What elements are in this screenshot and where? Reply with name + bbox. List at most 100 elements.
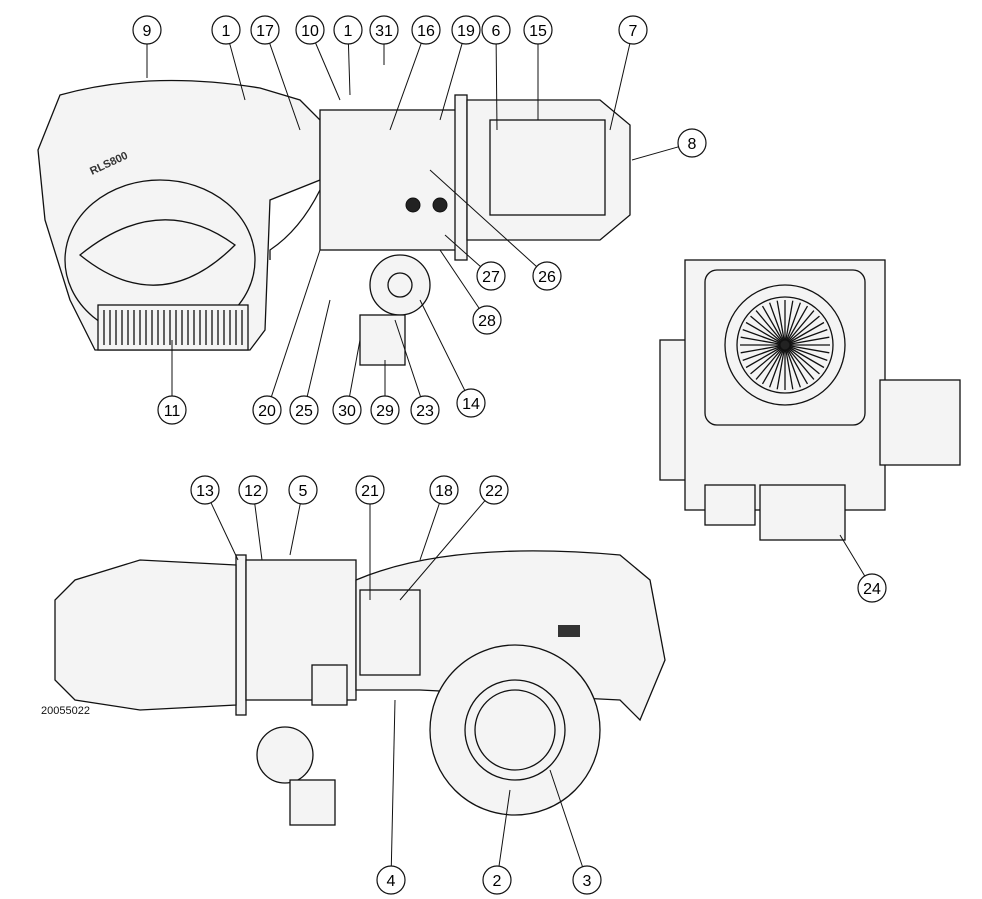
front-view-burner <box>659 259 961 541</box>
callout-8: 8 <box>631 128 707 161</box>
callout-number: 2 <box>493 873 502 890</box>
callout-15: 15 <box>523 15 553 120</box>
callout-circle <box>288 475 318 505</box>
callout-10: 10 <box>295 15 341 101</box>
leader-line <box>390 699 396 867</box>
callout-number: 8 <box>688 136 697 153</box>
top-view-burner: RLS800 <box>37 79 631 366</box>
leader-line <box>419 503 440 561</box>
leader-line <box>315 42 341 101</box>
callout-number: 29 <box>376 403 394 420</box>
callout-number: 1 <box>222 23 231 40</box>
callout-circle <box>472 305 502 335</box>
callout-number: 10 <box>301 23 319 40</box>
callout-circle <box>369 15 399 45</box>
callout-7: 7 <box>609 15 648 131</box>
callout-29: 29 <box>370 360 400 425</box>
callout-number: 21 <box>361 483 379 500</box>
callout-number: 20 <box>258 403 276 420</box>
callout-circle <box>429 475 459 505</box>
callout-number: 30 <box>338 403 356 420</box>
leader-line <box>269 43 301 131</box>
callout-circle <box>410 395 440 425</box>
callout-circle <box>572 865 602 895</box>
callout-number: 24 <box>863 581 881 598</box>
callout-number: 18 <box>435 483 453 500</box>
callout-circle <box>476 261 506 291</box>
callout-number: 12 <box>244 483 262 500</box>
callout-25: 25 <box>289 299 331 425</box>
callout-number: 23 <box>416 403 434 420</box>
callout-2: 2 <box>482 789 512 895</box>
callout-number: 4 <box>387 873 396 890</box>
callout-13: 13 <box>190 475 239 561</box>
callout-18: 18 <box>419 475 459 561</box>
callout-28: 28 <box>439 249 502 335</box>
callout-number: 25 <box>295 403 313 420</box>
callout-20: 20 <box>252 249 321 425</box>
callout-30: 30 <box>332 339 362 425</box>
leader-line <box>270 249 321 397</box>
callout-number: 1 <box>344 23 353 40</box>
callout-circle <box>157 395 187 425</box>
leader-line <box>210 502 239 561</box>
leader-line <box>399 500 486 601</box>
callout-number: 3 <box>583 873 592 890</box>
callout-circle <box>479 475 509 505</box>
callout-16: 16 <box>389 15 441 131</box>
leader-line <box>609 43 631 131</box>
callout-circle <box>376 865 406 895</box>
callout-22: 22 <box>399 475 509 601</box>
callout-circle <box>132 15 162 45</box>
leader-line <box>349 339 361 397</box>
callout-5: 5 <box>288 475 318 556</box>
callout-9: 9 <box>132 15 162 78</box>
callout-number: 17 <box>256 23 274 40</box>
callout-number: 28 <box>478 313 496 330</box>
callout-circle <box>481 15 511 45</box>
callout-circle <box>250 15 280 45</box>
callout-1: 1 <box>211 15 246 101</box>
leader-line <box>444 234 481 268</box>
callout-circle <box>355 475 385 505</box>
callout-circle <box>532 261 562 291</box>
callout-circle <box>370 395 400 425</box>
leader-line <box>229 43 246 101</box>
leader-line <box>347 43 351 96</box>
callout-number: 13 <box>196 483 214 500</box>
callout-number: 26 <box>538 269 556 286</box>
callout-circle <box>295 15 325 45</box>
side-view-burner <box>54 550 666 826</box>
callout-circle <box>190 475 220 505</box>
leader-line <box>839 534 866 577</box>
callout-number: 22 <box>485 483 503 500</box>
callout-24: 24 <box>839 534 887 603</box>
callout-4: 4 <box>376 699 406 895</box>
callout-circle <box>211 15 241 45</box>
callout-14: 14 <box>419 299 486 418</box>
callout-number: 9 <box>143 23 152 40</box>
leader-line <box>419 299 466 391</box>
callout-circle <box>333 15 363 45</box>
callout-circle <box>252 395 282 425</box>
callout-26: 26 <box>429 169 562 291</box>
callout-circle <box>238 475 268 505</box>
callout-21: 21 <box>355 475 385 600</box>
callout-3: 3 <box>549 769 602 895</box>
leader-line <box>439 249 480 309</box>
callout-19: 19 <box>439 15 481 121</box>
callout-number: 7 <box>629 23 638 40</box>
callout-23: 23 <box>394 319 440 425</box>
leader-line <box>254 503 263 561</box>
callout-number: 11 <box>164 403 181 420</box>
callout-circle <box>857 573 887 603</box>
callout-circle <box>482 865 512 895</box>
callout-number: 14 <box>462 396 480 413</box>
callout-circle <box>677 128 707 158</box>
callout-11: 11 <box>157 340 187 425</box>
callout-circle <box>618 15 648 45</box>
callout-31: 31 <box>369 15 399 65</box>
callout-number: 15 <box>529 23 547 40</box>
callout-12: 12 <box>238 475 268 561</box>
